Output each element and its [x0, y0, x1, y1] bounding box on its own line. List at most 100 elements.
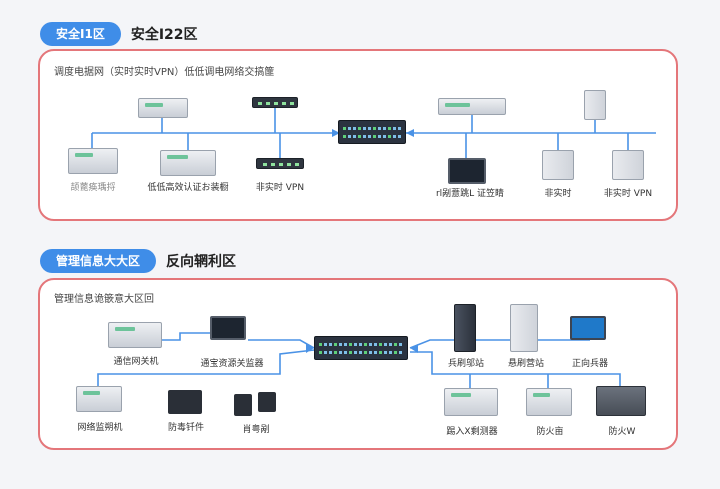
switch-port: [378, 135, 381, 138]
switch-port: [393, 135, 396, 138]
switch-port: [374, 343, 377, 346]
zone2-arrow-left: [306, 344, 314, 353]
zone1-caption-3: 非实时 VPN: [255, 183, 305, 193]
zone2-header: 管理信息大大区 反向辋利区: [40, 249, 236, 273]
switch-port: [384, 343, 387, 346]
zone1-core-switch: [338, 120, 406, 144]
zone1-top-unit: [584, 90, 606, 120]
zone1-caption-4: rl剐薏跳L 证笠睛: [435, 189, 505, 199]
switch-port: [363, 135, 366, 138]
switch-port: [319, 343, 322, 346]
zone2-device-small-2: [258, 392, 276, 412]
zone2-title: 反向辋利区: [166, 254, 237, 270]
zone1-device-1: [68, 148, 118, 174]
zone2-device-tower-1: [454, 304, 476, 352]
zone2-wire-f: [410, 351, 621, 386]
zone2-device-antivirus: [168, 390, 202, 414]
zone1-caption-6: 非实时 VPN: [603, 189, 653, 199]
switch-port: [394, 351, 397, 354]
switch-port: [393, 127, 396, 130]
switch-port: [369, 343, 372, 346]
switch-port: [349, 351, 352, 354]
zone2-caption-6: 网络监朔机: [77, 423, 123, 433]
switch-port: [374, 351, 377, 354]
switch-port: [353, 135, 356, 138]
switch-port: [344, 351, 347, 354]
zone1-arrow-right: [406, 129, 414, 137]
switch-port: [358, 127, 361, 130]
switch-port: [368, 127, 371, 130]
switch-port: [364, 351, 367, 354]
switch-port: [399, 351, 402, 354]
zone2-device-firewall-1: [526, 388, 572, 416]
switch-port: [379, 351, 382, 354]
switch-port: [349, 343, 352, 346]
zone2-device-gateway: [108, 322, 162, 348]
switch-port: [319, 351, 322, 354]
zone2-device-firewall-2: [596, 386, 646, 416]
zone2-device-monitor-blue: [570, 316, 606, 340]
zone2-device-tower-2: [510, 304, 538, 352]
zone1-arrow-left: [332, 129, 340, 137]
switch-port: [358, 135, 361, 138]
zone2-caption-4: 悬刷营站: [507, 359, 545, 369]
zone1-device-6: [612, 150, 644, 180]
switch-port: [399, 343, 402, 346]
switch-port: [359, 343, 362, 346]
zone2-wire-b: [248, 339, 315, 349]
zone2-caption-9: 踢入Ⅹ剩测器: [446, 427, 498, 437]
switch-port: [363, 127, 366, 130]
zone2-device-small-1: [234, 394, 252, 416]
zone1-top-server-2: [438, 98, 506, 115]
switch-port: [329, 343, 332, 346]
zone2-panel-label: 管理信息诡篏意大区回: [54, 294, 154, 305]
zone1-top-server-1: [138, 98, 188, 118]
switch-port: [339, 351, 342, 354]
switch-port: [373, 135, 376, 138]
zone2-device-monitor-pc: [210, 316, 246, 340]
switch-port: [369, 351, 372, 354]
switch-port: [348, 127, 351, 130]
zone2-caption-8: 肖粤剐: [242, 425, 270, 435]
zone1-caption-1: 颉蓖痪瑀捋: [70, 183, 116, 193]
zone2-caption-2: 通宝资源关监器: [200, 359, 264, 369]
switch-port: [348, 135, 351, 138]
zone2-caption-11: 防火W: [608, 427, 636, 437]
switch-port: [398, 135, 401, 138]
switch-port: [388, 127, 391, 130]
switch-port: [353, 127, 356, 130]
zone2-wire-c: [97, 349, 315, 386]
zone1-caption-2: 低低高效认证お装橱: [147, 183, 229, 193]
switch-port: [368, 135, 371, 138]
zone1-device-5: [542, 150, 574, 180]
zone1-top-switch: [252, 97, 298, 108]
switch-port: [344, 343, 347, 346]
zone1-header: 安全I1区 安全I22区: [40, 22, 198, 46]
zone2-panel: 管理信息诡篏意大区回: [38, 278, 678, 450]
switch-port: [379, 343, 382, 346]
zone1-device-4: [448, 158, 486, 184]
switch-port: [398, 127, 401, 130]
switch-port: [339, 343, 342, 346]
switch-port: [383, 127, 386, 130]
zone1-badge: 安全I1区: [40, 22, 121, 46]
switch-port: [373, 127, 376, 130]
zone2-badge: 管理信息大大区: [40, 249, 157, 273]
switch-port: [388, 135, 391, 138]
zone1-caption-5: 非实时: [544, 189, 572, 199]
switch-port: [329, 351, 332, 354]
switch-port: [378, 127, 381, 130]
switch-port: [383, 135, 386, 138]
zone2-caption-10: 防火亩: [536, 427, 564, 437]
switch-port: [324, 343, 327, 346]
zone2-caption-1: 通信网关机: [113, 357, 159, 367]
zone1-device-2: [160, 150, 216, 176]
zone1-title: 安全I22区: [130, 27, 198, 43]
switch-port: [343, 127, 346, 130]
zone2-device-ids: [444, 388, 498, 416]
switch-port: [334, 351, 337, 354]
zone2-core-switch: [314, 336, 408, 360]
switch-port: [334, 343, 337, 346]
switch-port: [354, 351, 357, 354]
